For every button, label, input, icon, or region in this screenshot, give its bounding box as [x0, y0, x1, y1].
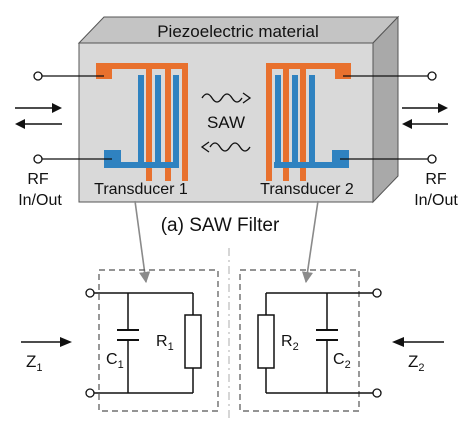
rf-label-right-line1: RF [425, 171, 447, 188]
rf-label-left-line2: In/Out [18, 192, 62, 209]
t1-blue-finger [155, 75, 161, 168]
t2-blue-finger [309, 75, 315, 168]
label-c1: C1 [106, 351, 124, 371]
t1-blue-finger [173, 75, 179, 168]
z1-arrow-head [60, 337, 72, 347]
t2-orange-bus [266, 63, 351, 69]
io-arrows-right [402, 103, 448, 129]
t2-blue-finger [292, 75, 298, 168]
rf-label-right-line2: In/Out [414, 192, 458, 209]
transducer-1-label: Transducer 1 [94, 181, 188, 198]
t1-blue-finger [138, 75, 144, 168]
terminal-left-top [33, 71, 43, 81]
equivalent-circuit-left: C1 R1 [85, 269, 219, 412]
mapping-arrow-left [134, 200, 151, 284]
block-side-face [372, 15, 399, 204]
arrow-left-in-head [15, 119, 25, 129]
t1-orange-bus [96, 63, 188, 69]
circuit-left-terminal-bottom [85, 388, 95, 398]
z2-arrow-head [392, 337, 404, 347]
circuit-right-rails [266, 292, 373, 394]
arrow-right-in-head [402, 119, 412, 129]
terminal-right-bottom [427, 154, 437, 164]
label-r1: R1 [156, 333, 174, 353]
wave-upper-arrow [242, 92, 252, 104]
saw-waves: SAW [200, 92, 252, 153]
wave-lower [209, 142, 251, 152]
figure-caption: (a) SAW Filter [161, 215, 280, 236]
resistor-symbol [257, 314, 275, 369]
io-arrows-left [15, 103, 62, 129]
t1-orange-finger [146, 63, 152, 181]
terminal-left-bottom [33, 154, 43, 164]
t1-orange-finger [182, 63, 188, 181]
transducer-2: Transducer 2 [260, 63, 354, 198]
circuit-left-rails [94, 292, 193, 394]
saw-label: SAW [207, 113, 245, 132]
transducer-1: Transducer 1 [94, 63, 188, 198]
label-r2: R2 [281, 333, 299, 353]
transducer-2-label: Transducer 2 [260, 181, 354, 198]
label-z2: Z2 [408, 352, 425, 374]
equivalent-circuit-right: R2 C2 [239, 269, 382, 412]
label-c2: C2 [333, 351, 351, 371]
mapping-arrow-right [301, 200, 319, 284]
circuit-left-terminal-top [85, 288, 95, 298]
wave-lower-arrow [200, 141, 210, 153]
terminal-right-top [427, 71, 437, 81]
t2-orange-finger [300, 63, 306, 181]
rf-terminals [33, 71, 437, 164]
arrow-right-out-head [438, 103, 448, 113]
piezoelectric-block: Piezoelectric material [77, 15, 400, 204]
t2-orange-finger [283, 63, 289, 181]
circuit-right-terminal-bottom [372, 388, 382, 398]
wave-upper [201, 93, 243, 103]
block-front-face [78, 42, 374, 203]
t1-orange-finger [165, 63, 171, 181]
arrow-left-out-head [52, 103, 62, 113]
t2-blue-finger [275, 75, 281, 168]
rf-label-left-line1: RF [27, 171, 49, 188]
t2-orange-finger [266, 63, 272, 181]
circuit-right-terminal-top [372, 288, 382, 298]
resistor-symbol [184, 314, 202, 369]
material-label: Piezoelectric material [157, 22, 319, 41]
label-z1: Z1 [26, 352, 43, 374]
